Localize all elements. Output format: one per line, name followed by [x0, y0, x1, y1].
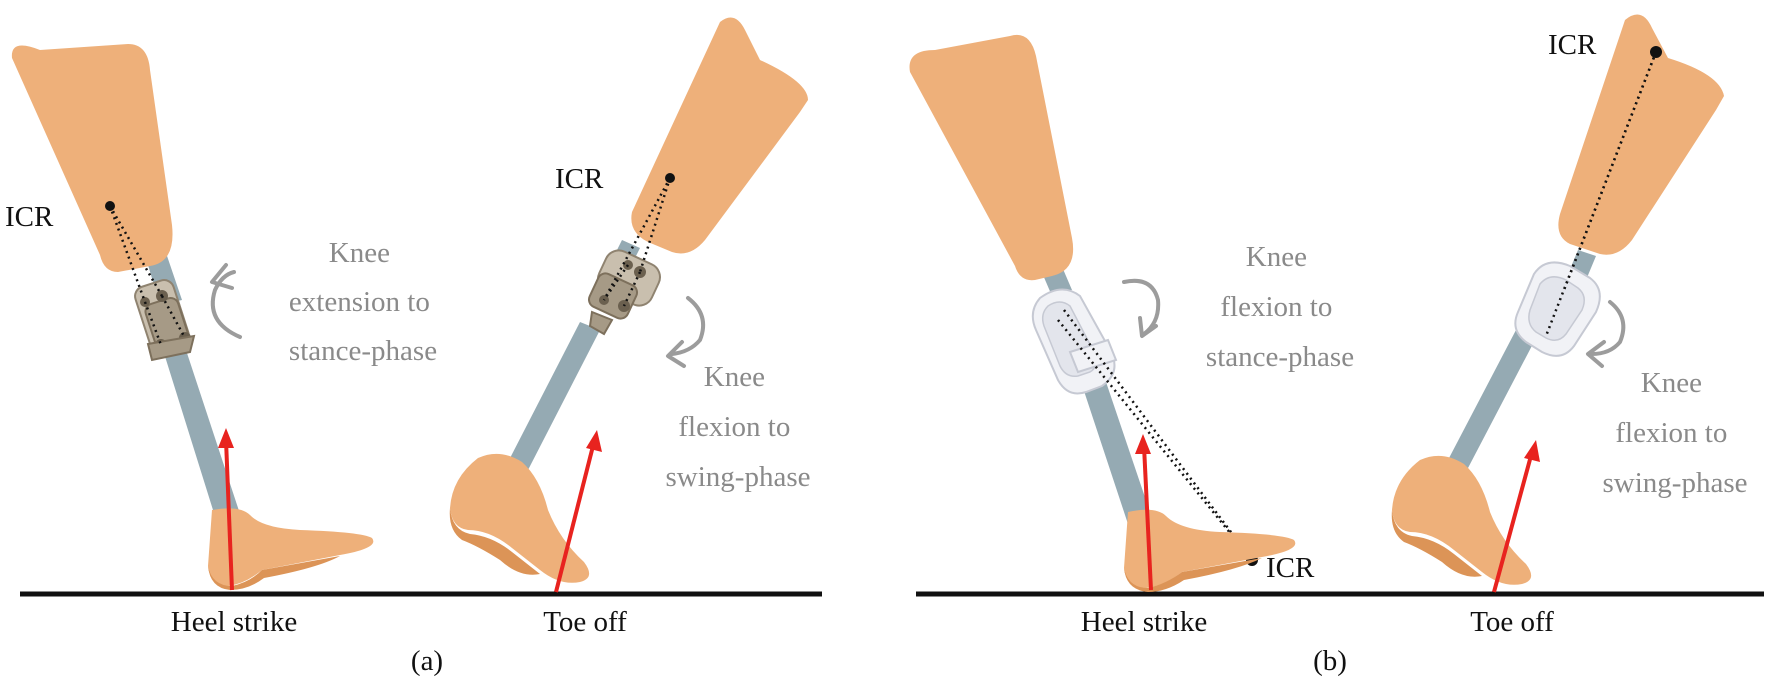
rotation-arrowhead-icon [1586, 340, 1606, 368]
prosthetic-foot [208, 508, 374, 590]
prosthetic-foot [449, 453, 590, 583]
link-line [1063, 309, 1253, 561]
pylon [1083, 382, 1152, 524]
knee-annotation: Knee extension to stance-phase [289, 237, 437, 367]
icr-label: ICR [1548, 29, 1597, 61]
ground-reaction-force-arrow [554, 441, 596, 593]
rotation-arrowhead-icon [210, 263, 234, 290]
link-line [1544, 51, 1658, 337]
leg-b-heel-strike [909, 34, 1296, 592]
caption-toe-off: Toe off [543, 606, 627, 638]
icr-point [105, 201, 115, 211]
ground-reaction-force-arrow [1142, 445, 1153, 591]
rotation-arrowhead-icon [1138, 316, 1158, 338]
link-line [108, 205, 147, 303]
ground-reaction-force-arrowhead [1135, 434, 1151, 454]
leg-a-toe-off [449, 17, 808, 593]
icr-label: ICR [1266, 552, 1315, 584]
caption-heel-strike: Heel strike [171, 606, 297, 638]
knee-annotation: Knee flexion to stance-phase [1206, 241, 1354, 373]
caption-heel-strike: Heel strike [1081, 606, 1207, 638]
pylon [1448, 330, 1536, 468]
link-line [638, 177, 672, 273]
leg-a-heel-strike [11, 44, 374, 591]
pylon [163, 347, 242, 526]
icr-point [1650, 46, 1662, 58]
residual-limb [1558, 14, 1724, 255]
pylon [508, 322, 600, 470]
residual-limb [631, 17, 808, 254]
white-knee [1514, 261, 1601, 357]
leg-b-toe-off [1391, 14, 1724, 593]
ground-reaction-force-arrowhead [586, 430, 602, 452]
panel-a: ICR ICR Knee extension to stance-phase K… [5, 17, 822, 677]
rotation-arrow-icon [1122, 278, 1161, 336]
panel-b: ICR ICR Knee flexion to stance-phase Kne… [909, 14, 1764, 677]
ground-reaction-force-arrowhead [1524, 440, 1540, 462]
rotation-arrow-icon [1590, 300, 1626, 356]
ground-reaction-force-arrowhead [218, 428, 234, 448]
white-knee [1031, 288, 1118, 395]
link-line [602, 177, 672, 301]
ground-reaction-force-arrow [1492, 451, 1534, 593]
panel-label-b: (b) [1313, 645, 1347, 677]
panel-label-a: (a) [411, 645, 443, 677]
icr-label: ICR [555, 163, 604, 195]
prosthetic-foot [1124, 509, 1296, 592]
residual-limb [11, 44, 173, 272]
rotation-arrow-icon [210, 270, 242, 339]
prosthetic-foot [1391, 455, 1532, 585]
knee-annotation: Knee flexion to swing-phase [1603, 367, 1748, 499]
rotation-arrow-icon [670, 296, 705, 356]
rotation-arrowhead-icon [666, 340, 686, 368]
residual-limb [909, 34, 1074, 281]
icr-point [665, 173, 675, 183]
icr-label: ICR [5, 201, 54, 233]
polycentric-knee [587, 249, 661, 336]
caption-toe-off: Toe off [1470, 606, 1554, 638]
knee-annotation: Knee flexion to swing-phase [666, 361, 811, 493]
ground-reaction-force-arrow [224, 439, 234, 591]
polycentric-knee [134, 279, 196, 362]
